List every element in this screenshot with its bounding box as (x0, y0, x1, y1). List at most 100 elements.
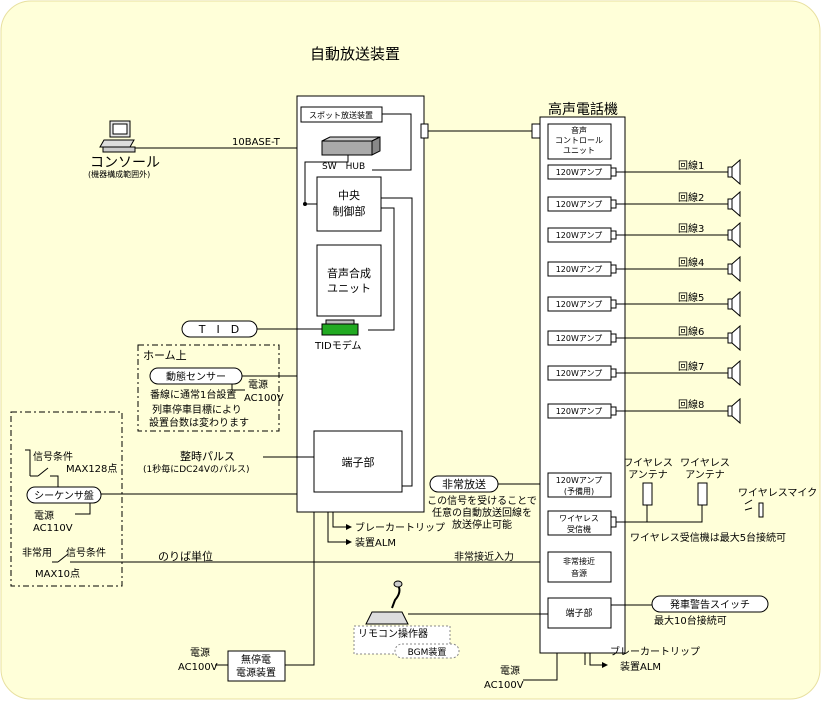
hub-label: SW HUB (322, 162, 365, 172)
home-power-2: AC100V (244, 393, 284, 404)
voice-line1: 音声合成 (327, 266, 371, 280)
amp-port (610, 264, 617, 274)
speaker-icon (731, 359, 741, 387)
speaker-body (727, 166, 733, 178)
remote-mic-icon (365, 580, 409, 625)
speaker-icon (731, 290, 741, 318)
voice-control-box (547, 123, 612, 160)
line-label: 回線5 (678, 291, 704, 304)
speaker-body (727, 229, 733, 241)
speaker-connector (531, 123, 541, 139)
amp-label: 120Wアンプ (556, 200, 603, 209)
speaker-breaker-wire (589, 653, 602, 666)
bottom-power-2: AC100V (484, 680, 524, 691)
speaker-icon (731, 324, 741, 352)
wireless-receiver-box (547, 510, 612, 536)
link-label: 10BASE-T (232, 137, 281, 148)
approach-line2: 音源 (571, 568, 587, 578)
emergency-broadcast-label: 非常放送 (442, 477, 486, 491)
remote-label: リモコン操作器 (358, 627, 428, 640)
speaker-icon (731, 397, 741, 425)
control-line1: 音声 (571, 125, 587, 135)
central-control-box (316, 176, 382, 232)
sw-hub-icon (321, 136, 381, 156)
pulse-label: 整時パルス (180, 449, 235, 463)
alm-arrow (346, 539, 352, 545)
antenna1-line1: ワイヤレス (623, 458, 673, 469)
tid-label: T I D (198, 323, 239, 336)
sequencer-pill (26, 486, 102, 504)
junction-dot (303, 202, 307, 206)
amp-label: 120Wアンプ (556, 300, 603, 309)
amp-label: 120Wアンプ (556, 369, 603, 378)
speaker-body (727, 405, 733, 417)
home-title: ホーム上 (143, 349, 187, 362)
speaker-breaker-label: ブレーカートリップ (610, 645, 700, 658)
train-switch-label: 発車警告スイッチ (670, 598, 750, 611)
home-note-3: 設置台数は変わります (149, 416, 249, 429)
panel-connector (420, 123, 429, 139)
eb-note-3: 放送停止可能 (452, 518, 512, 531)
antenna1-line2: アンテナ (628, 469, 668, 481)
signal-condition-label: 信号条件 (33, 450, 73, 463)
speaker-body (727, 367, 733, 379)
antenna2-icon (697, 482, 708, 506)
bottom-power-wire (523, 653, 558, 681)
amp-label: 120Wアンプ (556, 334, 603, 343)
receiver-line1: ワイヤレス (559, 514, 599, 523)
central-tid-wire (368, 207, 395, 331)
bottom-power-1: 電源 (500, 664, 520, 677)
speaker-alm-label: 装置ALM (620, 660, 661, 673)
breaker-label: ブレーカートリップ (355, 521, 445, 534)
auto-terminal-box (313, 430, 403, 493)
breaker-arrow (346, 524, 352, 530)
amp-port (610, 167, 617, 177)
speaker-breaker-arrow (602, 662, 608, 668)
amp-label: 120Wアンプ (556, 265, 603, 274)
switch1-lead (25, 449, 31, 476)
bgm-label: BGM装置 (408, 646, 447, 658)
console-label: コンソール (90, 155, 160, 171)
signal-condition2-label: 信号条件 (66, 546, 106, 559)
switch1-contact (37, 467, 49, 477)
line-label: 回線8 (678, 398, 704, 411)
line-label: 回線1 (678, 159, 704, 172)
max128-label: MAX128点 (66, 463, 117, 475)
speaker-body (727, 198, 733, 210)
hub-wire (304, 155, 349, 205)
sequencer-power-wire (75, 503, 91, 515)
eb-note-2: 任意の自動放送回線を (432, 506, 532, 519)
console-note: (機器構成範囲外) (88, 169, 150, 179)
amp-port (610, 406, 617, 416)
sensor-label: 動態センサー (166, 370, 226, 383)
tid-modem-icon (321, 319, 359, 336)
central-line1: 中央 (338, 189, 360, 202)
line-label: 回線2 (678, 191, 704, 204)
amp-label: 120Wアンプ (556, 231, 603, 240)
home-note-2: 列車停車目標により (152, 403, 242, 416)
line-label: 回線7 (678, 360, 704, 373)
antenna2-line1: ワイヤレス (680, 458, 730, 469)
bgm-pill (394, 643, 460, 659)
spot-label: スポット放送装置 (309, 110, 373, 120)
diagram-title: 自動放送装置 (310, 45, 400, 63)
ups-box (227, 650, 286, 682)
amp-port (610, 230, 617, 240)
speaker-body (727, 332, 733, 344)
amp-port (610, 333, 617, 343)
amp-port (610, 299, 617, 309)
spot-wire (372, 113, 412, 171)
console-pc-icon (99, 120, 136, 153)
wireless-mic-label: ワイヤレスマイク (738, 487, 817, 499)
antenna2-line2: アンテナ (685, 469, 725, 481)
speaker-title: 高声電話機 (548, 101, 618, 118)
speaker-terminal-box (547, 597, 612, 629)
sequencer-label: シーケンサ盤 (34, 489, 94, 502)
approach-sound-box (547, 551, 612, 583)
voice-line2: ユニット (327, 282, 371, 295)
speaker-icon (731, 221, 741, 249)
antenna1-icon (642, 482, 653, 506)
home-note-1: 番線に通常1台設置 (150, 388, 236, 401)
seq-power-2: AC110V (33, 523, 73, 534)
